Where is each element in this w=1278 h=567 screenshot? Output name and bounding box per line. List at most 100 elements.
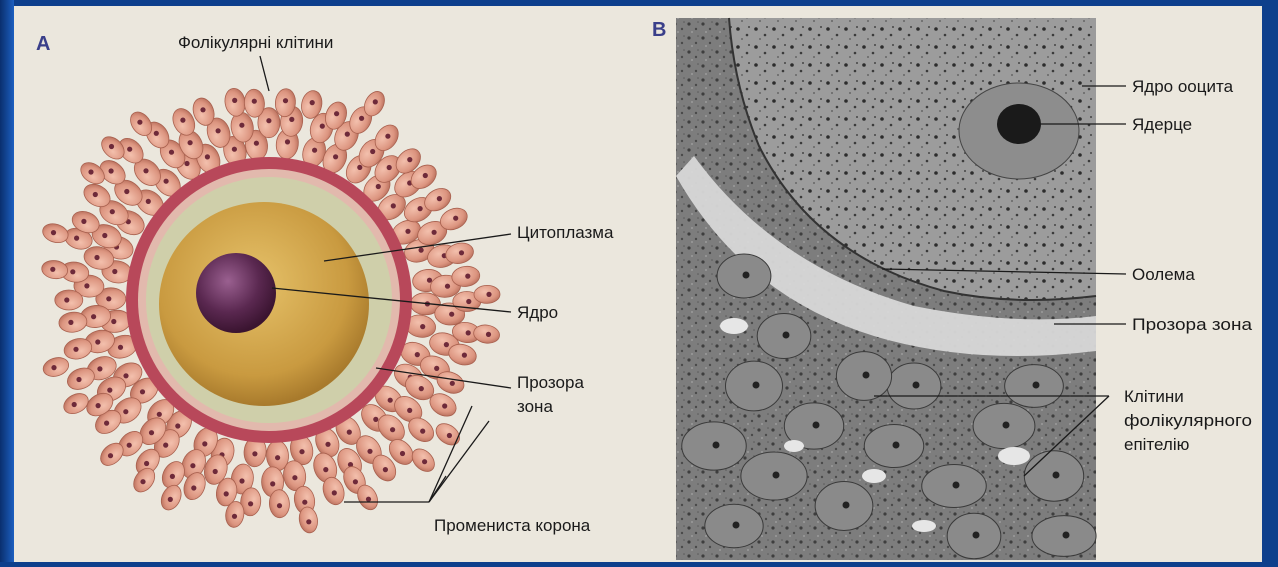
follicle-cell-nucleus — [51, 365, 56, 370]
follicle-cell-nucleus — [466, 330, 471, 335]
epithelial-nucleolus — [1053, 472, 1060, 479]
label-follicular-cells: Фолікулярні клітини — [178, 33, 333, 52]
follicle-cell-nucleus — [466, 299, 471, 304]
follicle-cell-nucleus — [370, 149, 375, 154]
epithelial-nucleolus — [913, 382, 920, 389]
electron-micrograph — [676, 18, 1096, 560]
epithelial-nucleolus — [843, 502, 850, 509]
follicle-cell-nucleus — [387, 165, 392, 170]
follicle-cell-nucleus — [232, 147, 237, 152]
follicle-cell-nucleus — [332, 490, 337, 495]
follicle-cell-nucleus — [353, 479, 358, 484]
follicle-cell-nucleus — [137, 120, 142, 125]
follicle-cell-nucleus — [415, 352, 420, 357]
label-zona-b: Прозора зона — [1132, 315, 1253, 334]
follicle-cell-nucleus — [190, 463, 195, 468]
leader-follicular — [260, 56, 269, 91]
epithelial-nucleolus — [893, 442, 900, 449]
follicle-cell-nucleus — [157, 412, 162, 417]
follicle-cell-nucleus — [285, 139, 290, 144]
follicle-cell-nucleus — [91, 314, 96, 319]
follicle-cell-nucleus — [373, 417, 378, 422]
epithelial-nucleolus — [783, 332, 790, 339]
intercellular-gap — [720, 318, 748, 334]
follicle-cell-nucleus — [93, 192, 98, 197]
follicle-cell-nucleus — [252, 99, 257, 104]
follicle-cell-nucleus — [423, 173, 428, 178]
follicle-cell-nucleus — [110, 209, 115, 214]
follicle-cell-nucleus — [168, 497, 173, 502]
follicle-cell-nucleus — [254, 141, 259, 146]
follicle-cell-nucleus — [224, 491, 229, 496]
follicle-cell-nucleus — [97, 366, 102, 371]
follicle-cell-nucleus — [184, 161, 189, 166]
label-nucleolus: Ядерце — [1132, 115, 1192, 134]
label-oolemma: Оолема — [1132, 265, 1195, 284]
epithelial-nucleolus — [813, 422, 820, 429]
follicle-cell-nucleus — [283, 98, 288, 103]
follicle-cell-nucleus — [72, 402, 77, 407]
epithelial-nucleolus — [713, 442, 720, 449]
label-corona: Промениста корона — [434, 516, 591, 535]
follicle-cell-nucleus — [163, 443, 168, 448]
follicle-cell-nucleus — [200, 107, 205, 112]
follicle-cell-nucleus — [70, 269, 75, 274]
epithelial-nucleolus — [753, 382, 760, 389]
follicle-cell-nucleus — [175, 423, 180, 428]
follicle-cell-nucleus — [449, 312, 454, 317]
follicle-cell-nucleus — [188, 140, 193, 145]
follicle-cell-nucleus — [118, 345, 123, 350]
follicle-cell-nucleus — [106, 296, 111, 301]
follicle-cell-nucleus — [427, 278, 432, 283]
follicle-cell-nucleus — [405, 229, 410, 234]
follicle-cell-nucleus — [437, 196, 442, 201]
follicle-cell-nucleus — [144, 461, 149, 466]
follicle-cell-nucleus — [50, 267, 55, 272]
follicle-cell-nucleus — [232, 514, 237, 519]
follicle-cell-nucleus — [407, 408, 412, 413]
oocyte-nucleus — [196, 253, 276, 333]
follicle-cell-nucleus — [400, 451, 405, 456]
follicle-cell-nucleus — [205, 154, 210, 159]
follicle-cell-nucleus — [442, 403, 447, 408]
follicle-cell-nucleus — [420, 429, 425, 434]
follicle-cell-nucleus — [202, 441, 207, 446]
follicle-cell-nucleus — [376, 184, 381, 189]
follicle-cell-nucleus — [94, 255, 99, 260]
follicle-cell-nucleus — [373, 99, 378, 104]
epithelial-nucleolus — [773, 472, 780, 479]
follicle-cell-nucleus — [347, 430, 352, 435]
follicle-cell-nucleus — [88, 169, 93, 174]
follicle-cell-nucleus — [432, 230, 437, 235]
follicle-cell-nucleus — [266, 118, 271, 123]
follicle-cell-nucleus — [323, 467, 328, 472]
background-edge — [0, 0, 14, 562]
follicle-cell-nucleus — [149, 430, 154, 435]
label-zona-line1: Прозора — [517, 373, 584, 392]
epithelial-nucleolus — [973, 532, 980, 539]
label-epithelium-line3: епітелію — [1124, 435, 1190, 454]
follicle-cell-nucleus — [420, 324, 425, 329]
follicle-cell-nucleus — [95, 339, 100, 344]
follicle-cell-nucleus — [84, 283, 89, 288]
follicle-cell-nucleus — [366, 497, 371, 502]
label-epithelium-line1: Клітини — [1124, 387, 1184, 406]
follicle-cell-nucleus — [109, 144, 114, 149]
follicle-cell-nucleus — [109, 168, 114, 173]
follicle-cell-nucleus — [302, 500, 307, 505]
follicle-cell-nucleus — [164, 179, 169, 184]
panel-b-letter: B — [652, 19, 666, 41]
epithelial-nucleolus — [953, 482, 960, 489]
follicle-cell-nucleus — [248, 501, 253, 506]
label-zona-line2: зона — [517, 397, 553, 416]
leader-corona-3 — [429, 406, 472, 502]
follicle-cell-nucleus — [367, 449, 372, 454]
follicle-cell-nucleus — [459, 250, 464, 255]
follicle-cell-nucleus — [289, 117, 294, 122]
follicle-cell-nucleus — [123, 409, 128, 414]
follicle-cell-nucleus — [112, 269, 117, 274]
intercellular-gap — [784, 440, 804, 452]
follicle-cell-nucleus — [104, 421, 109, 426]
epithelial-nucleolus — [733, 522, 740, 529]
follicle-cell-nucleus — [312, 148, 317, 153]
